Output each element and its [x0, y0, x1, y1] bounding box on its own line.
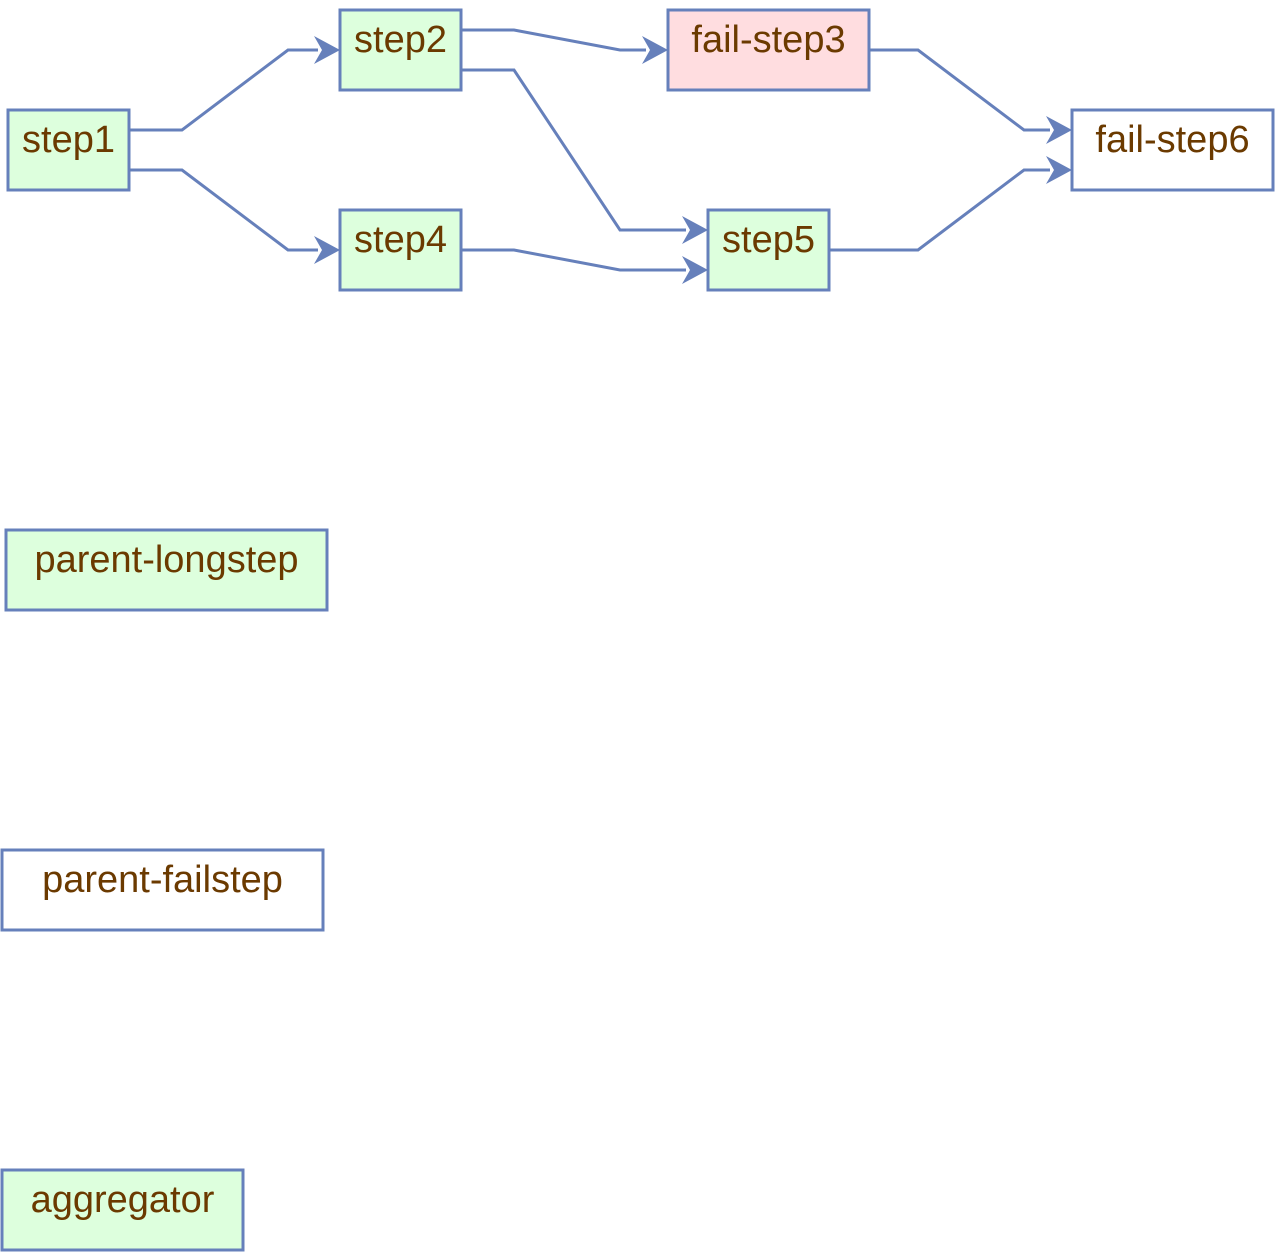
arrow-head-icon [1046, 156, 1072, 184]
edge-step1-to-step4 [129, 168, 340, 264]
node-step5[interactable]: step5 [706, 208, 831, 292]
node-label: parent-longstep [34, 539, 298, 581]
node-aggregator[interactable]: aggregator [0, 1168, 245, 1252]
node-box[interactable] [0, 848, 325, 932]
node-label: step2 [354, 19, 447, 61]
edge-line [129, 48, 318, 132]
node-step1[interactable]: step1 [6, 108, 131, 192]
node-box[interactable] [4, 528, 329, 612]
node-box[interactable] [338, 208, 463, 292]
node-box[interactable] [6, 108, 131, 192]
node-label: parent-failstep [42, 859, 283, 901]
arrow-head-icon [682, 256, 708, 284]
arrow-head-icon [642, 36, 668, 64]
node-step2[interactable]: step2 [338, 8, 463, 92]
node-parent-failstep[interactable]: parent-failstep [0, 848, 325, 932]
node-label: step1 [22, 119, 115, 161]
arrow-head-icon [314, 236, 340, 264]
arrow-head-icon [314, 36, 340, 64]
edge-step2-to-step5 [461, 68, 708, 244]
edges-layer [129, 28, 1072, 284]
node-box[interactable] [1070, 108, 1275, 192]
nodes-layer: step1 step2 fail-step3 step4 step5 fail-step6… [0, 8, 1275, 1252]
node-box[interactable] [706, 208, 831, 292]
edge-line [461, 68, 686, 232]
edge-line [829, 168, 1050, 252]
node-box[interactable] [0, 1168, 245, 1252]
node-label: step5 [722, 219, 815, 261]
node-parent-longstep[interactable]: parent-longstep [4, 528, 329, 612]
edge-fail-step3-to-fail-step6 [869, 48, 1072, 144]
node-fail-step6[interactable]: fail-step6 [1070, 108, 1275, 192]
node-label: step4 [354, 219, 447, 261]
node-box[interactable] [666, 8, 871, 92]
edge-line [461, 28, 646, 52]
node-label: fail-step3 [691, 19, 845, 61]
arrow-head-icon [682, 216, 708, 244]
edge-step5-to-fail-step6 [829, 156, 1072, 252]
arrow-head-icon [1046, 116, 1072, 144]
edge-line [129, 168, 318, 252]
node-label: fail-step6 [1095, 119, 1249, 161]
edge-line [461, 248, 686, 272]
edge-step2-to-fail-step3 [461, 28, 668, 64]
edge-line [869, 48, 1050, 132]
node-step4[interactable]: step4 [338, 208, 463, 292]
edge-step1-to-step2 [129, 36, 340, 132]
edge-step4-to-step5 [461, 248, 708, 284]
node-label: aggregator [31, 1179, 215, 1221]
node-fail-step3[interactable]: fail-step3 [666, 8, 871, 92]
node-box[interactable] [338, 8, 463, 92]
